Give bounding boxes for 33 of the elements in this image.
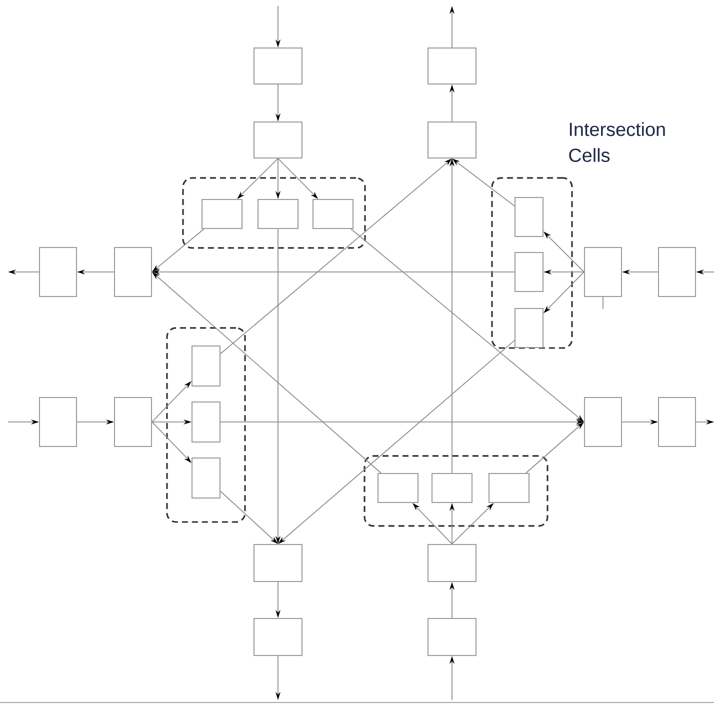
cell-box — [514, 196, 544, 237]
cell-box — [192, 457, 220, 498]
cell-box — [584, 246, 622, 297]
cell-box — [258, 198, 298, 229]
cell-box — [514, 308, 544, 348]
cell-box — [202, 198, 242, 229]
cell-box — [378, 472, 418, 503]
cell-box — [254, 618, 302, 656]
cell-box — [254, 544, 302, 582]
cell-box — [658, 246, 696, 297]
cell-group-outline — [364, 455, 548, 527]
annotation-text: Intersection Cells — [569, 122, 665, 162]
cell-box — [428, 618, 476, 656]
cell-box — [254, 121, 302, 158]
cell-box — [192, 401, 220, 442]
cell-group-outline — [491, 177, 573, 349]
cell-box — [192, 345, 220, 386]
cell-box — [428, 121, 476, 158]
cell-box — [658, 396, 696, 447]
cell-box — [432, 472, 472, 503]
cell-group-outline — [182, 177, 366, 249]
cell-box — [254, 48, 302, 84]
cell-box — [312, 198, 354, 229]
cell-box — [488, 472, 530, 503]
cell-box — [114, 396, 152, 447]
cell-box — [114, 246, 152, 297]
cell-group-outline — [166, 327, 246, 523]
cell-box — [584, 396, 622, 447]
cell-box — [428, 544, 476, 582]
cell-box — [39, 246, 77, 297]
cell-box — [428, 48, 476, 84]
cell-box — [39, 396, 77, 447]
cell-box — [514, 252, 544, 292]
